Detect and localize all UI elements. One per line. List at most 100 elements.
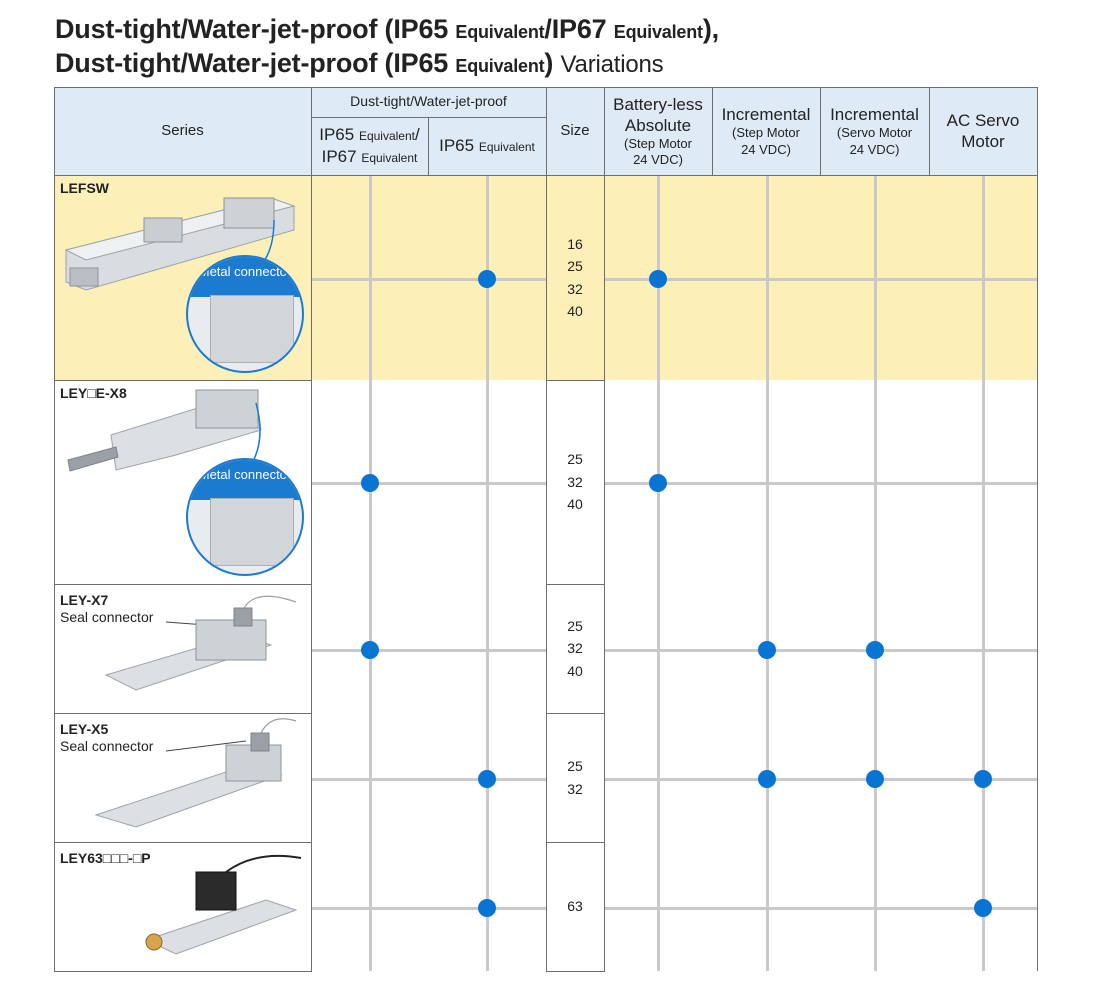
- table-border: [311, 87, 312, 971]
- title-text: Equivalent: [455, 56, 545, 76]
- table-header: [54, 87, 1037, 175]
- size-value: 25: [567, 758, 583, 774]
- header-size: Size: [546, 87, 604, 175]
- header-label: Size: [560, 121, 590, 139]
- header-ip65: IP65 Equivalent: [428, 117, 546, 175]
- grid-line: [486, 175, 489, 971]
- title-text: ): [544, 48, 561, 78]
- actuator-image: [64, 197, 296, 291]
- table-border: [820, 87, 821, 175]
- header-ac-servo: AC Servo Motor: [929, 87, 1037, 175]
- size-value: 25: [567, 617, 583, 634]
- size-cell: 63: [546, 842, 604, 971]
- availability-dot: [974, 899, 992, 917]
- header-label: IP65: [439, 136, 479, 156]
- header-label: (Servo Motor: [836, 125, 913, 141]
- header-series: Series: [54, 87, 311, 175]
- size-value: 32: [567, 473, 583, 490]
- size-value: 63: [567, 898, 583, 915]
- header-label: Incremental: [830, 105, 919, 125]
- actuator-image: [144, 854, 302, 955]
- table-border: [54, 175, 1037, 176]
- grid-line: [604, 778, 1037, 781]
- size-value: 25: [567, 451, 583, 468]
- header-incremental-step: Incremental (Step Motor 24 VDC): [712, 87, 820, 175]
- size-value: 40: [567, 303, 583, 319]
- callout-label: Metal connector: [188, 460, 302, 500]
- availability-dot: [758, 641, 776, 659]
- availability-dot: [649, 270, 667, 288]
- header-label: (Step Motor: [732, 125, 800, 141]
- size-value: 40: [567, 662, 583, 679]
- grid-line: [604, 907, 1037, 910]
- availability-dot: [758, 770, 776, 788]
- table-border: [929, 87, 930, 175]
- row-border: [54, 971, 312, 972]
- header-label: Equivalent: [358, 129, 415, 144]
- series-name: LEY-X7: [60, 592, 109, 608]
- header-label: 24 VDC): [633, 152, 683, 168]
- row-border: [54, 842, 312, 843]
- row-border: [546, 584, 605, 585]
- callout-label: Metal connector: [188, 257, 302, 297]
- size-cell: 25 32: [546, 713, 604, 842]
- availability-dot: [361, 641, 379, 659]
- table-border: [546, 87, 547, 971]
- actuator-image: [67, 389, 262, 472]
- availability-dot: [478, 899, 496, 917]
- grid-line: [369, 175, 372, 971]
- metal-connector-callout: Metal connector: [186, 458, 304, 576]
- grid-line: [311, 778, 546, 781]
- title-text: Equivalent: [613, 22, 703, 42]
- availability-dot: [361, 474, 379, 492]
- row-border: [54, 584, 312, 585]
- header-label: 24 VDC): [849, 141, 900, 157]
- page-title: Dust-tight/Water-jet-proof (IP65 Equival…: [55, 14, 719, 45]
- connector-icon: [210, 295, 294, 363]
- availability-dot: [866, 770, 884, 788]
- availability-dot: [866, 641, 884, 659]
- size-cell: 16 25 32 40: [546, 175, 604, 380]
- row-border: [54, 380, 312, 381]
- size-value: 32: [567, 640, 583, 657]
- size-cell: 25 32 40: [546, 584, 604, 713]
- table-border: [712, 87, 713, 175]
- size-cell: 25 32 40: [546, 380, 604, 584]
- page-subtitle: Dust-tight/Water-jet-proof (IP65 Equival…: [55, 48, 664, 79]
- grid-line: [311, 482, 546, 485]
- header-label: (Step Motor: [624, 136, 692, 151]
- series-name: LEFSW: [60, 180, 109, 196]
- row-border: [546, 842, 605, 843]
- size-value: 16: [567, 235, 583, 252]
- header-battery-less-absolute: Battery-less Absolute (Step Motor 24 VDC…: [604, 87, 712, 175]
- connector-icon: [210, 498, 294, 566]
- header-ip65-ip67: IP65 Equivalent/ IP67 Equivalent: [311, 117, 428, 175]
- table-border: [1037, 87, 1038, 971]
- grid-line: [766, 175, 769, 971]
- actuator-image: [94, 718, 297, 828]
- row-border: [54, 713, 312, 714]
- title-text: Dust-tight/Water-jet-proof (IP65: [55, 14, 456, 44]
- header-label: IP67: [321, 147, 362, 166]
- size-value: 32: [567, 280, 583, 297]
- header-label: 24 VDC): [741, 141, 791, 157]
- row-border: [546, 971, 605, 972]
- header-label: IP65: [319, 125, 359, 145]
- header-incremental-servo: Incremental (Servo Motor 24 VDC): [820, 87, 929, 175]
- grid-line: [311, 649, 546, 652]
- availability-dot: [649, 474, 667, 492]
- grid-line: [874, 175, 877, 971]
- header-group: Dust-tight/Water-jet-proof: [311, 87, 546, 117]
- grid-line: [982, 175, 985, 971]
- title-text: /IP67: [544, 14, 614, 44]
- series-name: LEY□E-X8: [60, 385, 127, 401]
- header-label: Equivalent: [361, 151, 418, 165]
- header-label: Battery-less: [613, 94, 703, 114]
- size-value: 25: [567, 258, 583, 274]
- header-label: AC Servo: [946, 110, 1020, 130]
- grid-line: [311, 907, 546, 910]
- title-text: Equivalent: [455, 22, 545, 42]
- actuator-image: [104, 595, 297, 691]
- table-border: [604, 87, 605, 971]
- series-name: LEY63□□□-□P: [60, 850, 151, 866]
